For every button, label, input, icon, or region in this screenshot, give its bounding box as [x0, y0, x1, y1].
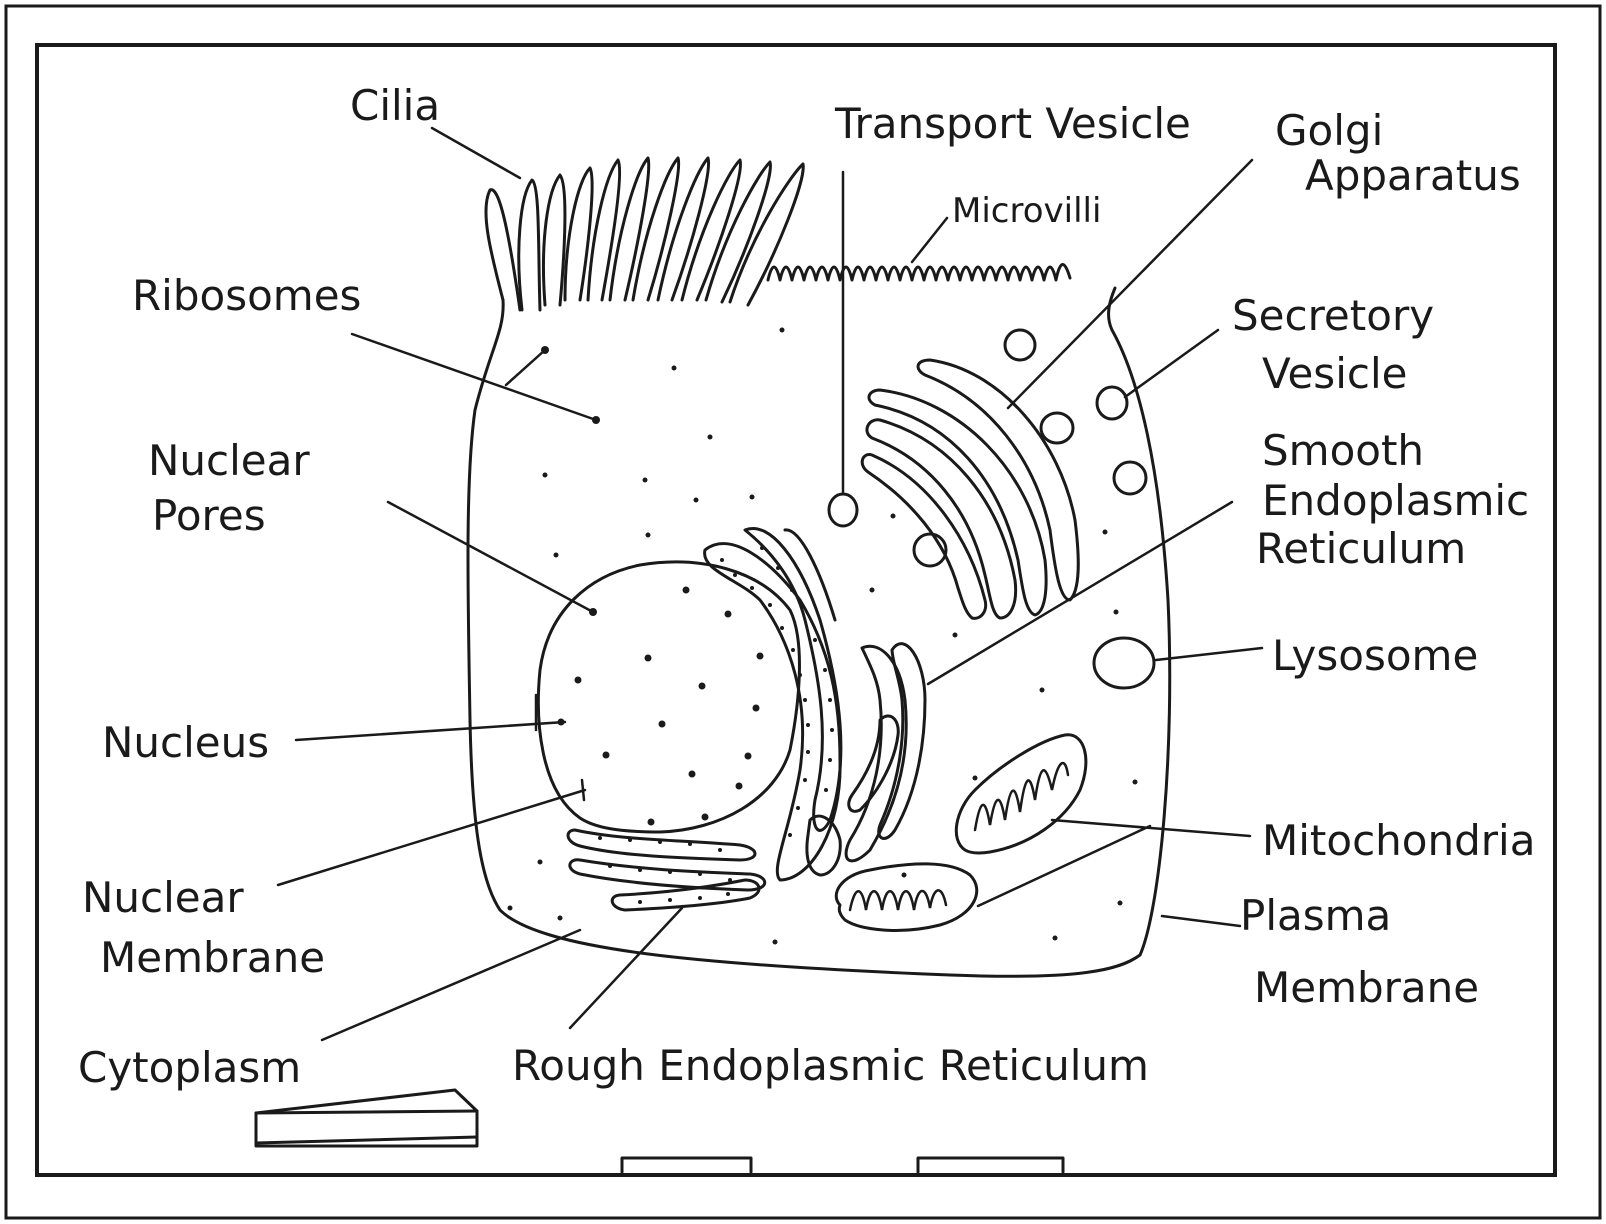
label-smooth-er: Smooth	[1262, 426, 1424, 475]
leader-ribosomes-2	[504, 348, 547, 387]
label-smooth-er: Reticulum	[1256, 524, 1466, 573]
answer-box-1	[254, 1088, 479, 1148]
golgi-apparatus	[860, 358, 1080, 620]
secretory-vesicle	[1095, 385, 1129, 421]
leader-ribosomes	[350, 332, 598, 422]
nucleus-dots	[557, 586, 764, 826]
inner-frame	[35, 43, 1557, 1177]
answer-box-2	[620, 1156, 753, 1174]
leader-cilia	[430, 126, 522, 180]
leader-nucleus	[294, 720, 567, 742]
label-rough-er: Rough Endoplasmic Reticulum	[512, 1041, 1149, 1090]
label-secretory-vesicle: Vesicle	[1262, 349, 1407, 398]
leader-smooth-er	[926, 500, 1234, 686]
leader-secretory	[1123, 328, 1220, 399]
label-lysosome: Lysosome	[1272, 631, 1478, 680]
mitochondrion	[954, 733, 1088, 855]
label-mitochondria: Mitochondria	[1262, 816, 1535, 865]
microvilli	[766, 263, 1072, 282]
answer-box-3	[916, 1156, 1065, 1174]
mitochondrion	[834, 862, 979, 932]
leader-microvilli	[910, 216, 949, 264]
plasma-membrane	[466, 286, 1172, 978]
label-plasma-membrane: Membrane	[1254, 963, 1479, 1012]
smooth-endoplasmic-reticulum	[805, 642, 927, 877]
transport-vesicle	[912, 532, 948, 568]
transport-vesicle	[827, 492, 859, 528]
label-golgi: Golgi	[1275, 106, 1383, 155]
label-microvilli: Microvilli	[952, 191, 1101, 231]
leader-lysosome	[1154, 646, 1264, 662]
leader-golgi	[1006, 158, 1254, 410]
label-nuclear-membrane: Membrane	[100, 933, 325, 982]
label-nuclear-membrane: Nuclear	[82, 873, 244, 922]
label-ribosomes: Ribosomes	[132, 271, 361, 320]
label-cytoplasm: Cytoplasm	[78, 1043, 301, 1092]
leader-cytoplasm	[320, 928, 582, 1042]
lysosome	[1092, 636, 1156, 690]
cilia-group	[484, 156, 805, 312]
leader-nuclear-membrane	[276, 788, 587, 887]
label-nuclear-pores: Pores	[152, 491, 266, 540]
secretory-vesicle	[1112, 460, 1148, 496]
label-plasma-membrane: Plasma	[1240, 891, 1391, 940]
leader-lines	[276, 126, 1264, 1042]
secretory-vesicle	[1003, 328, 1037, 362]
secretory-vesicle	[1039, 411, 1075, 445]
label-cilia: Cilia	[350, 81, 440, 130]
leader-plasma-membrane	[1160, 914, 1242, 928]
label-golgi: Apparatus	[1305, 151, 1521, 200]
outer-frame	[4, 4, 1602, 1220]
label-secretory-vesicle: Secretory	[1232, 291, 1434, 340]
leader-rough-er	[568, 906, 684, 1030]
leader-mitochondria	[1050, 818, 1252, 838]
label-nuclear-pores: Nuclear	[148, 436, 310, 485]
label-nucleus: Nucleus	[102, 718, 269, 767]
leader-nuclear-pores	[386, 500, 595, 614]
leader-mitochondria-2	[976, 824, 1152, 908]
rough-er-ribosome-dots	[598, 546, 834, 904]
label-transport-vesicle: Transport Vesicle	[834, 99, 1191, 148]
rough-endoplasmic-reticulum	[566, 527, 843, 912]
label-smooth-er: Endoplasmic	[1262, 476, 1529, 525]
